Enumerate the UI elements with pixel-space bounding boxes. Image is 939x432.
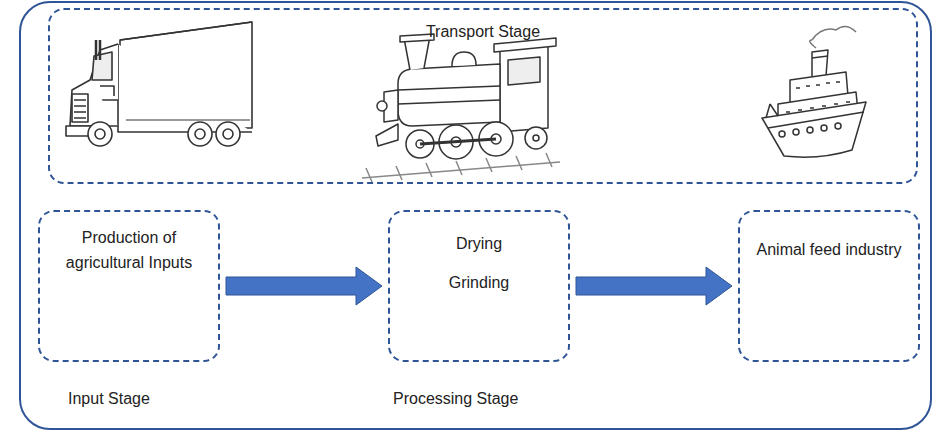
ship-drawing (762, 26, 866, 157)
train-drawing (362, 34, 560, 182)
truck-drawing (66, 22, 252, 146)
block-arrow (576, 267, 732, 305)
outer-frame (20, 2, 931, 429)
input-box: Production of agricultural Inputs (38, 210, 220, 362)
node-text: Grinding (449, 271, 509, 296)
node-text: Transport Stage (426, 20, 540, 45)
transport-box: Transport Stage (48, 8, 918, 184)
stage-label: Processing Stage (393, 390, 518, 408)
node-text: Production of agricultural Inputs (54, 226, 204, 276)
processing-box: DryingGrinding (388, 210, 570, 362)
node-text: Animal feed industry (757, 238, 902, 263)
block-arrow (226, 267, 382, 305)
feed-industry-box: Animal feed industry (738, 210, 920, 362)
stage-label: Input Stage (68, 390, 150, 408)
node-text: Drying (456, 232, 502, 257)
